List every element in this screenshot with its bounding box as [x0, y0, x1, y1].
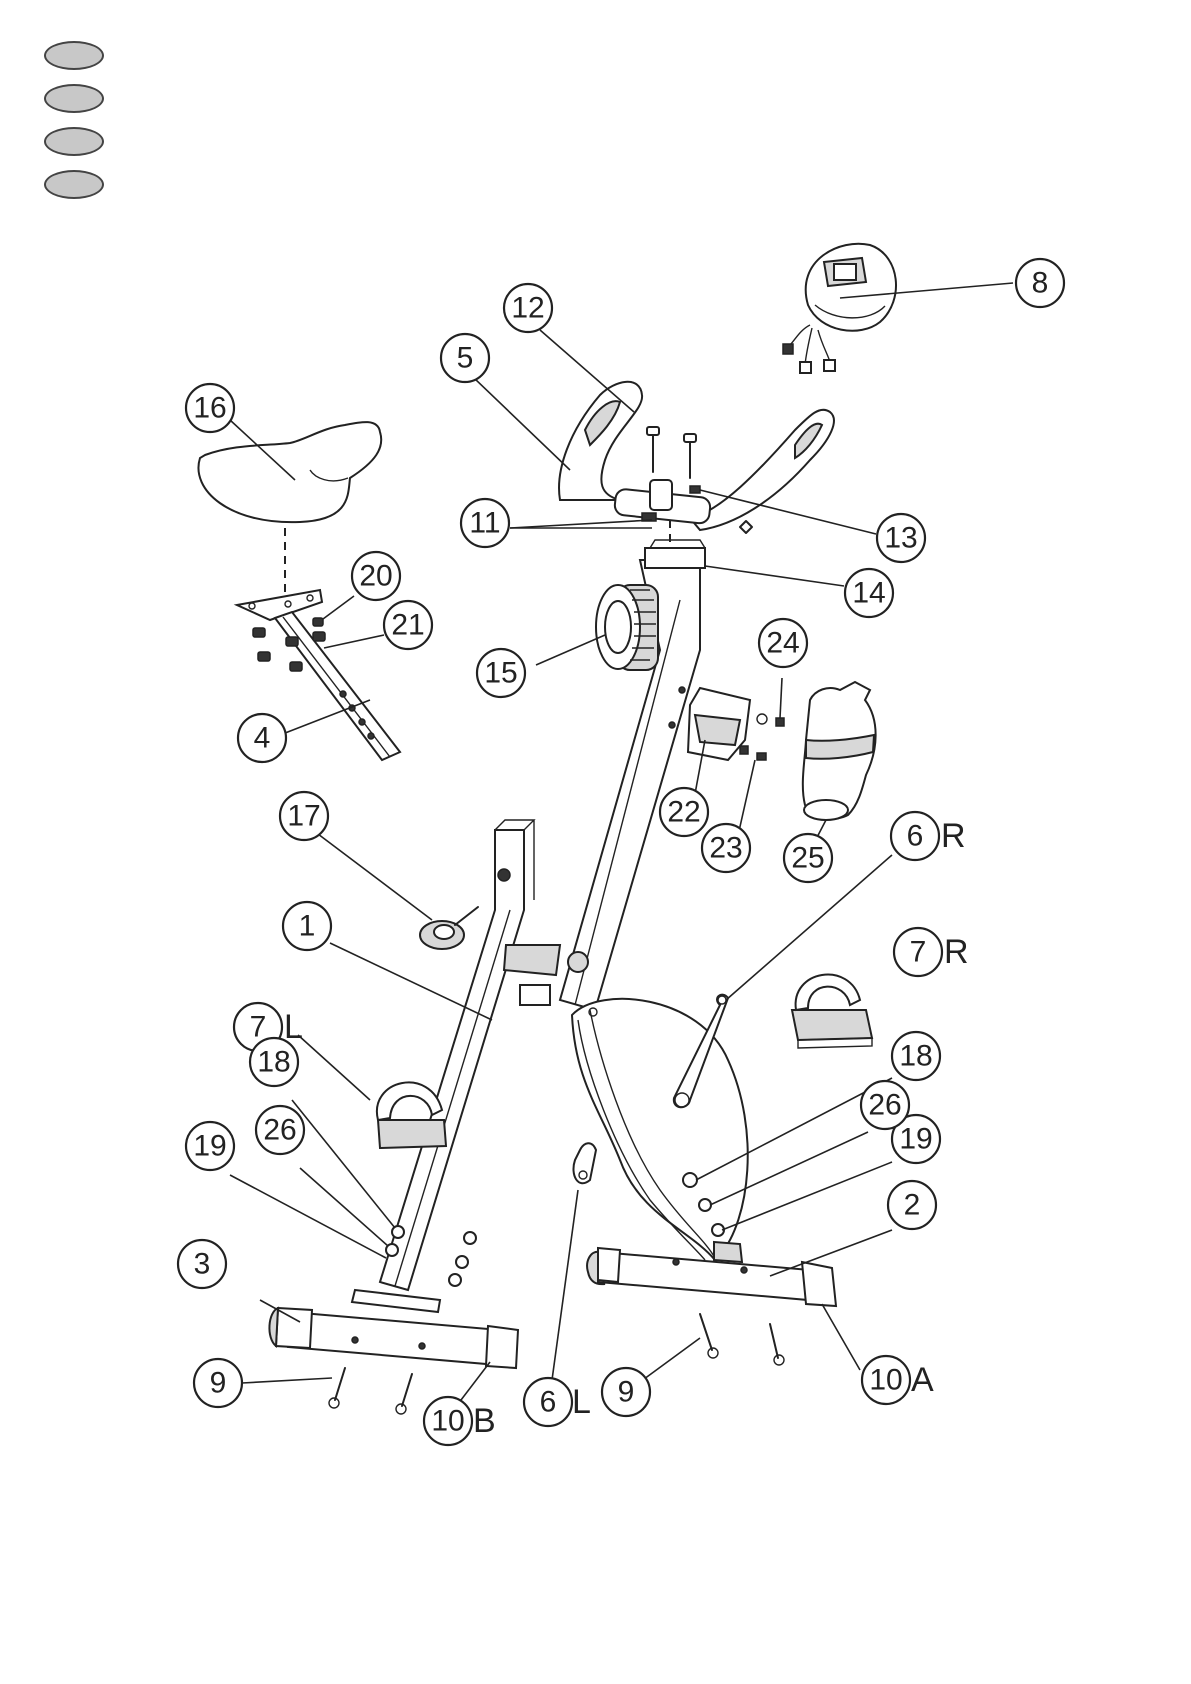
callout-4: 4: [238, 714, 286, 762]
callout-number: 7: [250, 1011, 267, 1044]
callout-6r: 6 R: [891, 812, 966, 860]
callout-26-left: 26: [256, 1106, 304, 1154]
callout-number: 18: [899, 1040, 932, 1073]
callout-number: 15: [484, 657, 517, 690]
callout-2: 2: [888, 1181, 936, 1229]
callout-13: 13: [877, 514, 925, 562]
callout-18-left: 18: [250, 1038, 298, 1086]
callout-number: 24: [766, 627, 799, 660]
callout-18-right: 18: [892, 1032, 940, 1080]
callout-number: 21: [391, 609, 424, 642]
callout-12: 12: [504, 284, 552, 332]
callout-5: 5: [441, 334, 489, 382]
callout-suffix: R: [944, 933, 969, 971]
callout-15: 15: [477, 649, 525, 697]
callout-20: 20: [352, 552, 400, 600]
callout-number: 18: [257, 1046, 290, 1079]
callout-10a: 10 A: [862, 1356, 934, 1404]
callout-number: 5: [457, 342, 474, 375]
callout-22: 22: [660, 788, 708, 836]
callout-number: 19: [193, 1130, 226, 1163]
callout-number: 26: [868, 1089, 901, 1122]
callout-number: 2: [904, 1189, 921, 1222]
callout-suffix: B: [473, 1402, 496, 1440]
callout-25: 25: [784, 834, 832, 882]
callout-number: 4: [254, 722, 271, 755]
front-stabilizer-drawing: [269, 1226, 518, 1414]
callout-21: 21: [384, 601, 432, 649]
main-frame-drawing: [560, 540, 705, 1010]
bottle-holder-drawing: [688, 688, 784, 760]
callout-11: 11: [461, 499, 509, 547]
callout-number: 13: [884, 522, 917, 555]
flywheel-cover-drawing: [572, 999, 748, 1260]
callout-8: 8: [1016, 259, 1064, 307]
callout-number: 8: [1032, 267, 1049, 300]
callout-16: 16: [186, 384, 234, 432]
callout-number: 9: [618, 1376, 635, 1409]
callout-1: 1: [283, 902, 331, 950]
callout-number: 16: [193, 392, 226, 425]
water-bottle-drawing: [803, 682, 876, 820]
callout-10b: 10 B: [424, 1397, 496, 1445]
callout-number: 9: [210, 1367, 227, 1400]
callout-number: 22: [667, 796, 700, 829]
callout-number: 17: [287, 800, 320, 833]
callout-9-left: 9: [194, 1359, 242, 1407]
callout-26-right: 26: [861, 1081, 909, 1129]
handlebar-drawing: [559, 382, 834, 552]
callout-number: 11: [469, 507, 500, 540]
callout-number: 25: [791, 842, 824, 875]
rear-frame-drawing: [380, 820, 588, 1290]
callout-7r: 7 R: [894, 928, 969, 976]
callout-3: 3: [178, 1240, 226, 1288]
callout-number: 23: [709, 832, 742, 865]
right-pedal-drawing: [792, 975, 872, 1048]
callout-number: 6: [540, 1386, 557, 1419]
callout-number: 26: [263, 1114, 296, 1147]
callout-6l: 6 L: [524, 1378, 591, 1426]
callout-number: 1: [299, 910, 316, 943]
callout-23: 23: [702, 824, 750, 872]
callout-suffix: A: [911, 1361, 934, 1399]
callout-suffix: L: [284, 1008, 303, 1046]
console-drawing: [783, 244, 896, 373]
callout-number: 6: [907, 820, 924, 853]
callout-number: 20: [359, 560, 392, 593]
callout-19-left: 19: [186, 1122, 234, 1170]
callout-suffix: L: [572, 1383, 591, 1421]
callout-number: 14: [852, 577, 885, 610]
callout-number: 3: [194, 1248, 211, 1281]
seat-knob-drawing: [420, 907, 478, 949]
callout-number: 19: [899, 1123, 932, 1156]
callout-number: 7: [910, 936, 927, 969]
callout-14: 14: [845, 569, 893, 617]
callout-number: 10: [431, 1405, 464, 1438]
callout-9-right: 9: [602, 1368, 650, 1416]
callout-number: 12: [511, 292, 544, 325]
callout-17: 17: [280, 792, 328, 840]
callout-suffix: R: [941, 817, 966, 855]
callout-number: 10: [869, 1364, 902, 1397]
callout-24: 24: [759, 619, 807, 667]
